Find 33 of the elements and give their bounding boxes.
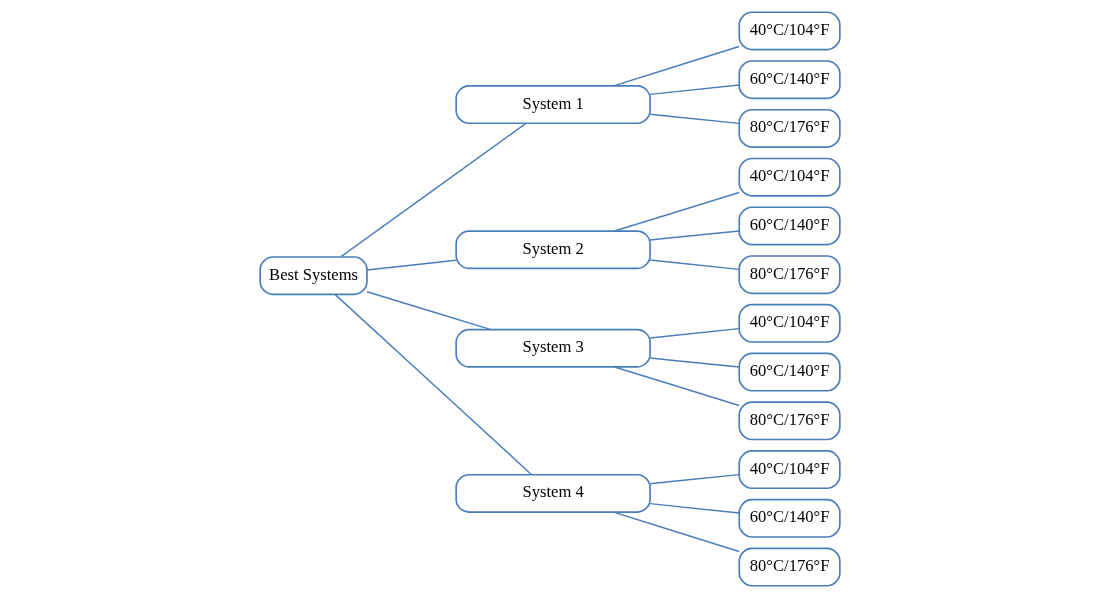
node-box: System 1 [455,85,651,125]
node-box: 80°C/176°F [738,547,841,587]
connector [612,45,740,87]
node-box: Best Systems [259,256,368,296]
node-box: 60°C/140°F [738,206,841,246]
connector [649,357,740,368]
connector [613,191,740,232]
connector [649,502,740,514]
connector [340,122,527,258]
node-box: System 3 [455,328,651,368]
connector [366,290,492,331]
connector [649,113,740,125]
node-box: 40°C/104°F [738,450,841,490]
connector [649,473,740,485]
connector [649,327,740,339]
connector [649,259,740,271]
connector [334,293,533,476]
node-box: System 2 [455,230,651,270]
connector [649,230,740,241]
node-box: 40°C/104°F [738,11,841,51]
connector [649,84,740,96]
node-box: 60°C/140°F [738,498,841,538]
connector [366,259,457,271]
node-box: 40°C/104°F [738,157,841,197]
node-box: System 4 [455,473,651,513]
node-box: 40°C/104°F [738,303,841,343]
node-box: 80°C/176°F [738,255,841,295]
node-box: 60°C/140°F [738,60,841,100]
connector [612,511,740,553]
node-box: 80°C/176°F [738,108,841,148]
node-box: 80°C/176°F [738,401,841,441]
connector [613,366,740,407]
node-box: 60°C/140°F [738,352,841,392]
